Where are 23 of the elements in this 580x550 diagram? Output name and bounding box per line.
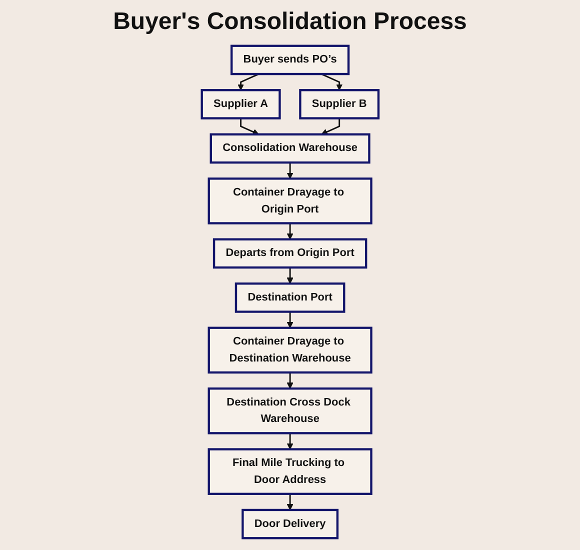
node-box: Door Delivery [241,508,338,540]
arrow [240,118,259,135]
arrow [237,73,259,90]
arrow [286,268,294,284]
node-box: Supplier A [200,89,281,120]
node-box: Buyer sends PO’s [230,44,350,76]
arrow [286,162,294,179]
arrow [320,73,342,90]
arrow [320,118,340,135]
node-box: Departs from Origin Port [212,238,367,269]
arrow [286,312,294,328]
node-box: Supplier B [298,89,380,120]
node-box: Container Drayage to Origin Port [208,178,372,224]
arrow [286,494,294,510]
node-box: Destination Port [234,282,346,313]
diagram-title: Buyer's Consolidation Process [112,8,468,36]
node-box: Container Drayage to Destination Warehouse [208,326,372,374]
arrow [286,433,294,450]
node-box: Destination Cross Dock Warehouse [208,387,372,434]
arrow [286,223,294,240]
arrow [286,372,294,389]
node-box: Consolidation Warehouse [210,133,370,164]
node-box: Final Mile Trucking to Door Address [208,448,372,495]
